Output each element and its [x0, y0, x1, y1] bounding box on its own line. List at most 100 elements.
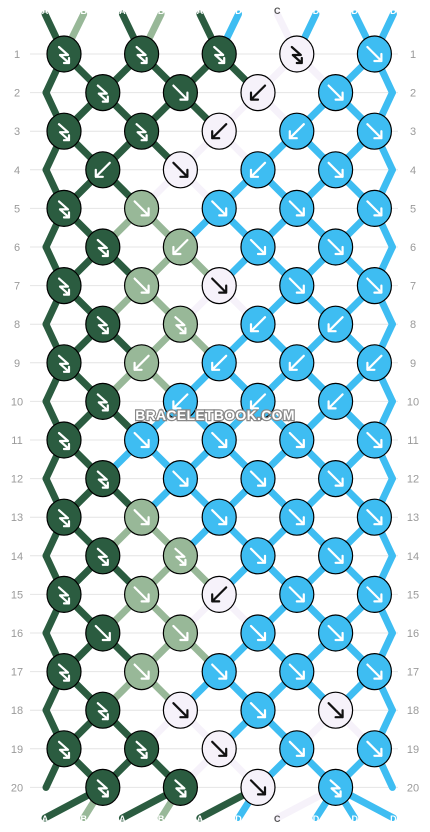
knot-arrow-icon	[366, 586, 383, 603]
knot-arrow-icon	[288, 277, 305, 294]
row-number-right: 7	[410, 281, 416, 293]
knot	[240, 614, 276, 652]
bottom-strand-label: D	[351, 814, 358, 824]
knot	[162, 73, 198, 112]
bottom-strand-label: A	[42, 814, 49, 824]
knot	[356, 421, 392, 459]
row-number-left: 19	[11, 744, 23, 756]
knot-arrow-icon	[211, 740, 228, 757]
knot	[162, 537, 198, 575]
row-number-right: 2	[410, 88, 416, 100]
knot-arrow-icon	[327, 393, 344, 410]
knot-arrow-icon	[366, 45, 383, 63]
row-number-right: 18	[407, 705, 419, 717]
knot	[240, 460, 276, 498]
knot	[201, 267, 237, 305]
knot-arrow-icon	[211, 431, 228, 449]
row-number-left: 17	[11, 667, 23, 679]
knot-arrow-icon	[133, 586, 150, 603]
row-number-left: 3	[14, 126, 20, 138]
row-number-left: 13	[11, 512, 23, 524]
knot-arrow-icon	[288, 354, 305, 371]
knot-arrow-icon	[135, 45, 148, 65]
knot	[85, 691, 121, 729]
row-number-right: 20	[407, 782, 419, 794]
knot	[46, 189, 82, 227]
bottom-strand-label: B	[80, 814, 87, 824]
row-number-left: 6	[14, 242, 20, 254]
knot	[356, 575, 392, 614]
knot-arrow-icon	[174, 779, 187, 798]
row-number-left: 18	[11, 705, 23, 717]
row-number-right: 12	[407, 474, 419, 486]
knot	[279, 267, 315, 305]
knot-arrow-icon	[288, 740, 305, 757]
row-number-left: 5	[14, 203, 20, 215]
knot	[356, 112, 392, 150]
knot-arrow-icon	[57, 663, 71, 682]
knot-arrow-icon	[329, 779, 342, 798]
bottom-strand-label: D	[313, 814, 320, 824]
watermark: BRACELETBOOK.COM	[135, 407, 295, 423]
knot-arrow-icon	[96, 547, 109, 566]
knot	[318, 228, 354, 266]
knot-arrow-icon	[249, 470, 267, 487]
knot-arrow-icon	[133, 509, 150, 526]
knot	[240, 151, 276, 189]
row-number-left: 16	[11, 628, 23, 640]
knot	[240, 537, 276, 575]
top-strand-label: C	[274, 6, 281, 16]
knot	[124, 344, 160, 382]
knot-arrow-icon	[327, 161, 344, 178]
knot-arrow-icon	[133, 277, 150, 294]
row-number-right: 15	[407, 589, 419, 601]
knot-arrow-icon	[172, 161, 189, 178]
knot	[162, 614, 198, 652]
row-number-right: 5	[410, 203, 416, 215]
row-number-right: 1	[410, 49, 416, 61]
knot	[124, 267, 160, 305]
knot-arrow-icon	[57, 200, 71, 219]
knot	[46, 652, 82, 691]
knot	[46, 575, 82, 614]
knot	[124, 421, 160, 459]
row-number-right: 3	[410, 126, 416, 138]
row-number-right: 6	[410, 242, 416, 254]
knot-arrow-icon	[133, 431, 150, 449]
knot-arrow-icon	[211, 277, 228, 294]
knot	[85, 614, 121, 652]
knot	[162, 460, 198, 498]
knot	[240, 768, 276, 807]
knot-arrow-icon	[366, 431, 383, 449]
knot-arrow-icon	[366, 123, 383, 140]
top-strand-label: B	[158, 6, 165, 16]
knot	[201, 189, 237, 227]
knot-arrow-icon	[327, 702, 344, 719]
knot	[162, 691, 198, 729]
knot	[201, 35, 237, 73]
knot	[240, 305, 276, 343]
knot-arrow-icon	[172, 624, 189, 642]
knot	[279, 189, 315, 227]
knot-arrow-icon	[327, 316, 344, 333]
knot-arrow-icon	[96, 702, 109, 721]
knot-arrow-icon	[57, 354, 71, 373]
knot-arrow-icon	[288, 200, 305, 217]
knot	[318, 614, 354, 652]
knot	[162, 305, 198, 343]
knot-arrow-icon	[96, 393, 109, 412]
knot-arrow-icon	[366, 200, 383, 217]
knot	[318, 305, 354, 343]
knot-arrow-icon	[366, 509, 383, 526]
knot-arrow-icon	[249, 238, 267, 256]
knot	[162, 228, 198, 266]
knot	[201, 344, 237, 382]
bottom-strand-label: C	[274, 814, 281, 824]
knot	[124, 575, 160, 614]
knot-arrow-icon	[96, 470, 109, 489]
knot	[201, 421, 237, 459]
knot-arrow-icon	[366, 354, 383, 371]
top-strand-label: D	[235, 6, 242, 16]
knot	[318, 691, 354, 729]
